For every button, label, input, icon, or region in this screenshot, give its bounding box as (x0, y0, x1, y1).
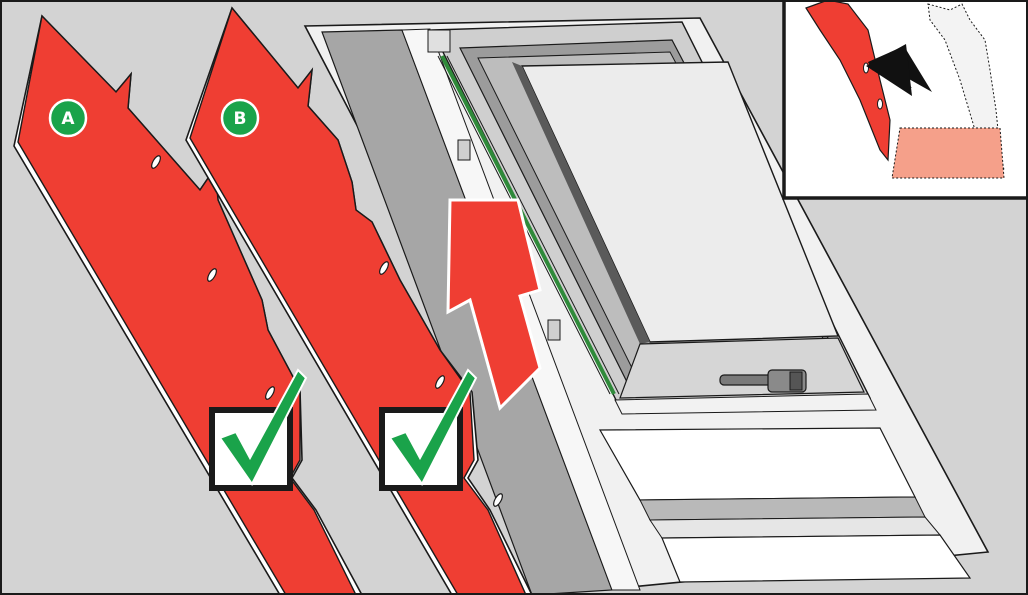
panel-b-label: B (234, 109, 247, 129)
hinge-top (428, 30, 450, 52)
detail-inset (784, 0, 1028, 198)
lining-clip-1 (458, 140, 470, 160)
lower-band-1 (600, 428, 915, 500)
sash-bottom-rail (620, 338, 864, 398)
lower-band-3 (650, 517, 940, 538)
lower-band-2 (640, 497, 925, 520)
panel-b-badge: B (222, 100, 258, 136)
lower-band-4 (662, 535, 970, 582)
panel-a-label: A (61, 109, 75, 129)
inset-flashing (892, 128, 1004, 178)
lining-clip-2 (548, 320, 560, 340)
inset-slot (878, 99, 883, 109)
panel-a-badge: A (50, 100, 86, 136)
inset-slot (864, 63, 869, 73)
